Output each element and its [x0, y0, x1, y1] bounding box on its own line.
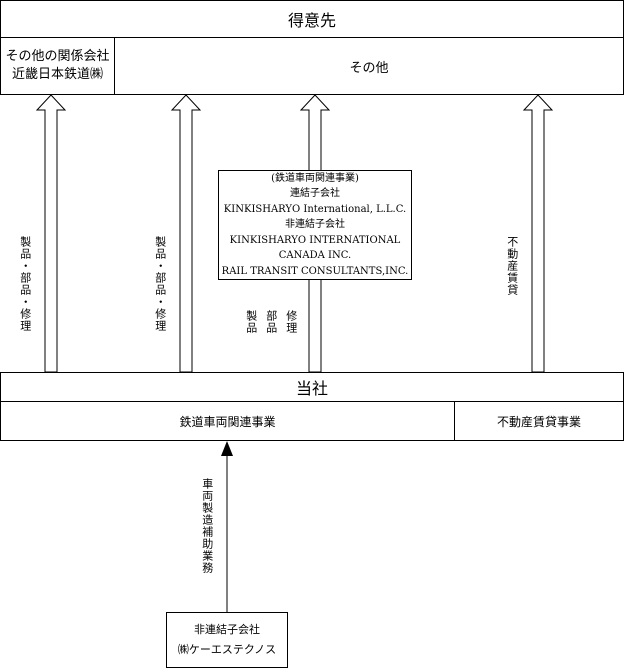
company-box: 当社 — [0, 372, 624, 402]
bottom-arrow-head — [221, 441, 233, 456]
subsidiary-line-5: KINKISHARYO INTERNATIONAL — [229, 234, 401, 246]
railway-segment-box: 鉄道車両関連事業 — [0, 401, 455, 441]
realestate-segment-box: 不動産賃貸事業 — [454, 401, 624, 441]
customer-title: 得意先 — [287, 11, 336, 30]
keiesu-technos-box: 非連結子会社 ㈱ケーエステクノス — [166, 612, 288, 668]
arrow4-label: 不動産賃貸 — [505, 236, 519, 296]
arrow3-label-repair: 修理 — [284, 310, 298, 334]
bottom-arrow-label: 車両製造補助業務 — [200, 478, 214, 574]
hollow-up-arrow-1 — [35, 94, 67, 373]
kintetsu-label: 近畿日本鉄道㈱ — [11, 67, 103, 82]
arrow1-label: 製品・部品・修理 — [18, 236, 32, 332]
company-title: 当社 — [295, 379, 328, 398]
arrow3-label-products: 製品 — [244, 310, 258, 334]
subsidiary-line-1: (鉄道車両関連事業) — [271, 172, 359, 184]
group-companies-box: その他の関係会社 近畿日本鉄道㈱ — [0, 37, 115, 95]
arrow2-label: 製品・部品・修理 — [153, 236, 167, 332]
hollow-up-arrow-2 — [170, 94, 202, 373]
arrow3-label-parts: 部品 — [264, 310, 278, 334]
subsidiary-line-3: KINKISHARYO International, L.L.C. — [223, 203, 407, 215]
subsidiary-line-7: RAIL TRANSIT CONSULTANTS,INC. — [221, 265, 409, 277]
subsidiary-line-6: CANADA INC. — [278, 250, 352, 262]
customer-box: 得意先 — [0, 0, 624, 38]
keiesu-type-label: 非連結子会社 — [194, 623, 260, 637]
group-companies-label: その他の関係会社 — [5, 48, 110, 64]
others-label: その他 — [349, 60, 389, 76]
realestate-segment-label: 不動産賃貸事業 — [496, 414, 581, 429]
hollow-up-arrow-4 — [522, 94, 554, 373]
others-box: その他 — [114, 37, 624, 95]
subsidiary-line-4: 非連結子会社 — [285, 219, 345, 231]
keiesu-name-label: ㈱ケーエステクノス — [177, 643, 277, 656]
subsidiary-line-2: 連結子会社 — [290, 188, 340, 200]
subsidiaries-box: (鉄道車両関連事業) 連結子会社 KINKISHARYO Internation… — [218, 170, 412, 280]
railway-segment-label: 鉄道車両関連事業 — [179, 414, 276, 429]
